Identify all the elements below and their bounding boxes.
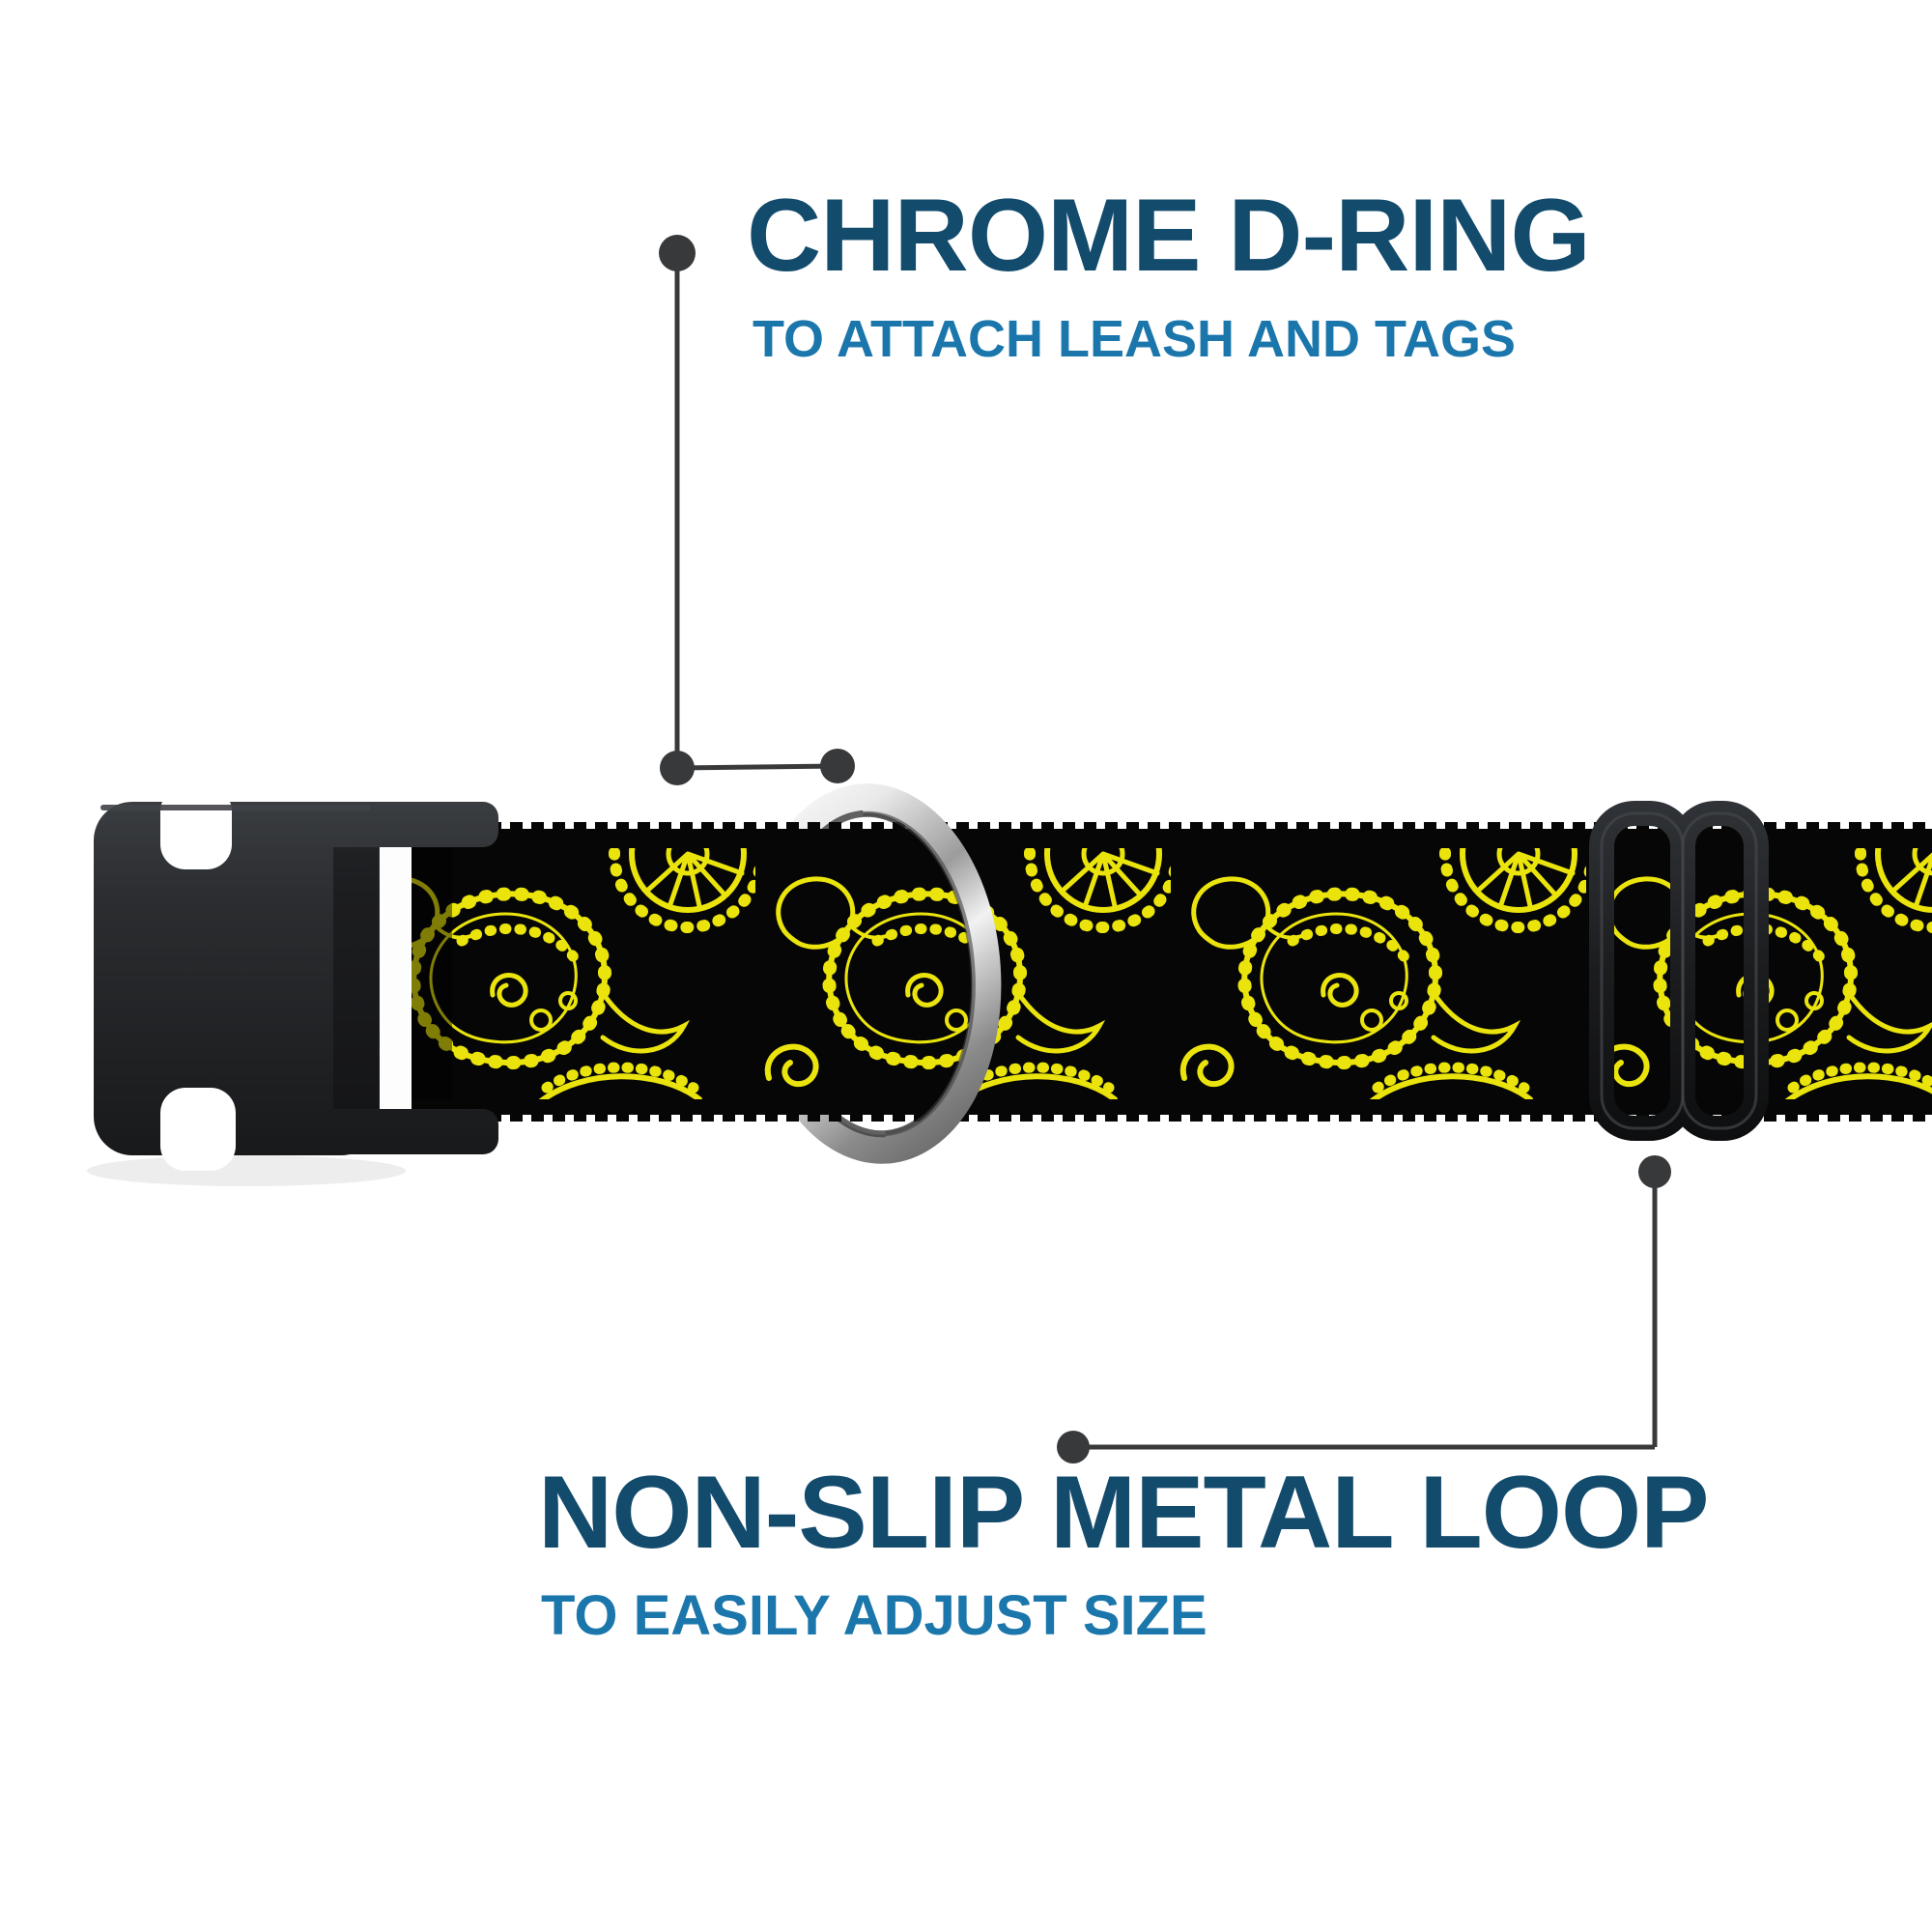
buckle-slot — [376, 844, 412, 1109]
buckle-shadow — [87, 1155, 406, 1186]
callout-subtitle-dring: TO ATTACH LEASH AND TAGS — [753, 310, 1516, 368]
leader-dot — [1638, 1155, 1671, 1188]
chrome-d-ring — [861, 783, 1002, 1164]
buckle-bottom-notch — [160, 1088, 236, 1171]
leader-dot — [820, 749, 855, 783]
adjuster-loop — [1589, 801, 1769, 1141]
leader-dot — [659, 235, 696, 271]
callout-title-loop: NON-SLIP METAL LOOP — [538, 1454, 1710, 1570]
side-release-buckle — [94, 786, 498, 1171]
callout-subtitle-loop: TO EASILY ADJUST SIZE — [541, 1584, 1208, 1647]
paisley-webbing — [340, 822, 1932, 1122]
leader-line-loop — [1057, 1155, 1671, 1463]
leader-line-dring — [659, 235, 855, 785]
buckle-top-notch — [160, 786, 232, 869]
leader-dot — [660, 751, 695, 785]
leader-dot — [1057, 1431, 1090, 1463]
callout-title-dring: CHROME D-RING — [747, 177, 1591, 293]
